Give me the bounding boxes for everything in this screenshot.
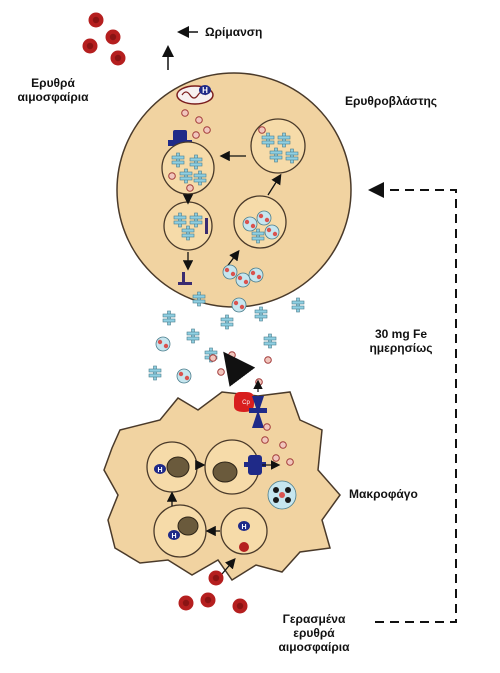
label-aged-rbc: Γερασμένα ερυθρά αιμοσφαίρια: [264, 612, 364, 654]
label-iron-daily: 30 mg Fe ημερησίως: [356, 327, 446, 355]
label-aged-line2: ερυθρά: [293, 626, 335, 640]
mature-rbc-group: [82, 12, 126, 66]
ferritin-cluster: [267, 480, 297, 510]
label-macrophage: Μακροφάγο: [349, 487, 418, 501]
label-iron-line1: 30 mg Fe: [374, 327, 428, 341]
label-maturation: Ωρίμανση: [205, 25, 263, 39]
label-iron-line2: ημερησίως: [369, 341, 433, 355]
label-erythroblast: Ερυθροβλάστης: [345, 94, 438, 108]
iron-recycle-dashed-arrow: [368, 182, 457, 623]
svg-text:H: H: [241, 524, 246, 531]
label-rbc-line1: Ερυθρά: [31, 76, 75, 90]
label-aged-line1: Γερασμένα: [282, 612, 346, 626]
svg-text:H: H: [202, 86, 208, 95]
mitochondrion: H: [176, 85, 214, 105]
label-aged-line3: αιμοσφαίρια: [278, 640, 350, 654]
label-rbc: Ερυθρά αιμοσφαίρια: [8, 76, 98, 104]
label-rbc-line2: αιμοσφαίρια: [17, 90, 89, 104]
svg-text:Cp: Cp: [242, 400, 250, 406]
svg-text:H: H: [157, 467, 162, 474]
svg-text:H: H: [171, 533, 176, 540]
membrane-receptor-left: [178, 272, 192, 285]
ceruloplasmin: Cp: [234, 392, 254, 412]
ferroportin: [249, 396, 267, 428]
endosome-upper-right: [250, 118, 306, 174]
